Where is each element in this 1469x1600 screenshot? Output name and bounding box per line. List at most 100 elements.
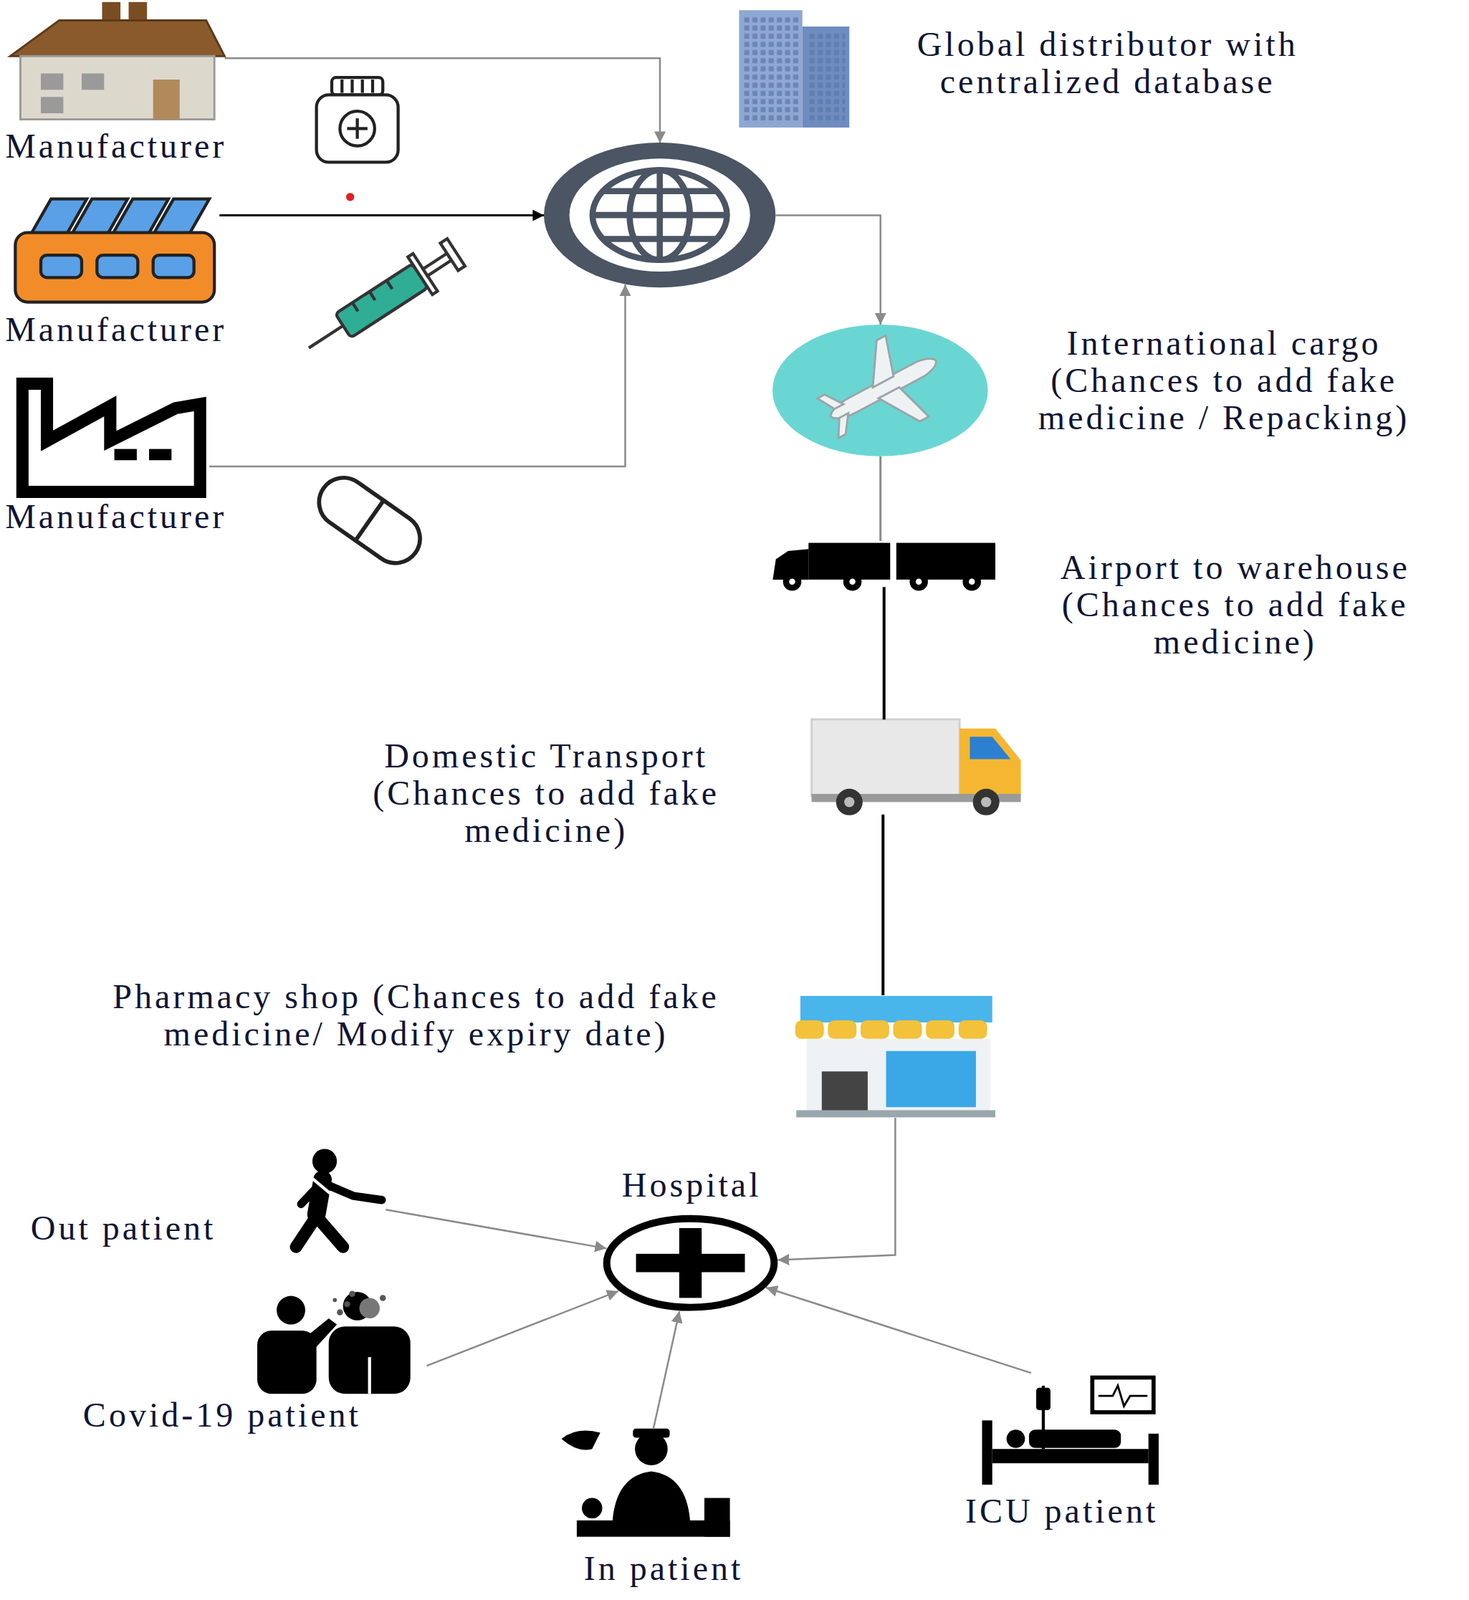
covid-patient-icon-part: [379, 1294, 387, 1302]
black-factory-icon-part: [114, 449, 137, 461]
brown-factory-icon-part: [81, 73, 104, 91]
node-label: ICU patient: [918, 1492, 1205, 1530]
globe-part: [604, 188, 716, 195]
delivery-truck-icon-part: [844, 796, 855, 807]
pharmacy-shop-icon: [795, 996, 996, 1118]
icu-bed-icon-part: [1036, 1388, 1051, 1411]
database-building-icon-part: [806, 32, 845, 124]
globe-part: [592, 212, 728, 219]
in-patient-icon-part: [632, 1428, 670, 1439]
icu-bed-icon-part: [1098, 1385, 1148, 1406]
flow-connector: [426, 1291, 618, 1366]
pharmacy-node: Pharmacy shop (Chances to add fake medic…: [791, 995, 999, 1118]
in-patient-icon: [561, 1428, 731, 1538]
brown-factory-icon-part: [10, 20, 225, 56]
globe-part: [569, 159, 751, 273]
lorry-icon-part: [909, 572, 928, 592]
flow-connector: [224, 58, 660, 143]
pharmacy-shop-icon-part: [796, 1109, 996, 1118]
hospital-circle: Hospital: [602, 1214, 779, 1312]
hospital-part: [606, 1218, 774, 1308]
pharmacy-shop-icon-part: [893, 1020, 923, 1040]
in-patient-icon-part: [612, 1471, 691, 1521]
covid-patient-icon-part: [359, 1297, 380, 1318]
node-label: Manufacturer: [5, 310, 301, 349]
flow-connector: [777, 1117, 896, 1261]
black-factory-icon-part: [149, 449, 172, 461]
cargo-circle: International cargo (Chances to add fake…: [772, 324, 989, 457]
lorry-icon-part: [915, 578, 923, 585]
medicine-bottle-icon-part: [316, 94, 399, 162]
icu-bed-icon-part: [1006, 1429, 1026, 1449]
lorry-icon-part: [968, 578, 976, 585]
capsule-icon: [309, 467, 430, 573]
node-label: Out patient: [30, 1209, 286, 1247]
orange-factory-icon-part: [96, 255, 138, 278]
delivery-truck-icon-part: [973, 788, 1000, 816]
medicine-bottle-icon: [316, 77, 399, 162]
delivery-truck-icon-part: [959, 728, 1021, 797]
brown-factory-icon-part: [20, 55, 215, 119]
lorry-icon-part: [783, 572, 802, 592]
icu-bed-icon-part: [1148, 1433, 1159, 1485]
flow-connector: [385, 1209, 607, 1249]
lorry-icon-part: [962, 572, 982, 592]
patient-node: In patient: [556, 1428, 733, 1540]
delivery-truck-icon-part: [969, 736, 1011, 759]
pharmacy-shop-icon-part: [806, 1039, 990, 1113]
walking-person-icon: [295, 1149, 382, 1248]
syringe-icon-part: [335, 263, 428, 338]
brown-factory-icon-part: [40, 96, 64, 114]
pharmacy-shop-icon-part: [925, 1020, 955, 1040]
flow-connector: [766, 1287, 1032, 1373]
in-patient-icon-part: [561, 1431, 601, 1451]
syringe-icon-part: [407, 253, 438, 295]
manufacturer-node: Manufacturer: [10, 189, 220, 307]
medicine-bottle-icon-part: [350, 79, 354, 94]
flow-connector: [209, 284, 625, 467]
delivery-truck-icon-part: [981, 796, 992, 807]
orange-factory-icon-part: [15, 232, 215, 303]
icu-bed-icon-part: [981, 1420, 992, 1485]
node-label: Manufacturer: [5, 127, 301, 165]
node-label: Pharmacy shop (Chances to add fake medic…: [40, 978, 792, 1053]
covid-patient-icon-part: [336, 1309, 344, 1316]
covid-patient-icon-part: [368, 1357, 372, 1394]
walking-person-icon-part: [300, 1185, 319, 1205]
globe-shape: [543, 142, 776, 288]
patient-node: ICU patient: [978, 1372, 1159, 1486]
medicine-bottle-icon-part: [355, 118, 359, 139]
syringe-icon-part: [369, 291, 376, 301]
icu-bed-icon-part: [1092, 1377, 1153, 1413]
medicine-bottle-icon-part: [361, 79, 365, 94]
database-building-icon: [738, 10, 850, 128]
pharmacy-shop-icon-part: [886, 1051, 976, 1108]
covid-patient-icon-part: [328, 1326, 411, 1394]
pharmacy-shop-icon-part: [821, 1071, 868, 1113]
walking-person-icon-part: [305, 1173, 337, 1200]
covid-patient-icon-part: [348, 1290, 356, 1298]
node-label: Hospital: [596, 1166, 787, 1204]
node-label: Airport to warehouse (Chances to add fak…: [1008, 548, 1463, 661]
medicine-bottle-icon-part: [371, 79, 375, 94]
brown-factory-icon: [10, 2, 225, 120]
flow-connector: [882, 586, 886, 720]
capsule-icon-part: [355, 500, 384, 541]
walking-person-icon-part: [312, 1149, 337, 1174]
pharmacy-shop-icon-part: [827, 1020, 857, 1040]
lorry-icon: [772, 543, 996, 592]
airplane-symbol: [806, 335, 930, 459]
database-building-icon-part: [743, 16, 799, 124]
manufacturer-node: Manufacturer: [15, 377, 210, 496]
delivery-truck-icon-part: [811, 719, 961, 797]
airplane-symbol: [806, 320, 959, 459]
flow-connector: [776, 215, 881, 325]
lorry-icon-part: [843, 572, 863, 592]
patient-node: Out patient: [288, 1143, 386, 1252]
flow-connector: [219, 214, 544, 217]
syringe-icon-part: [439, 238, 465, 271]
lorry-icon-part: [788, 578, 796, 585]
database-building-icon-part: [738, 10, 802, 128]
manufacturer-node: Manufacturer: [10, 0, 225, 125]
lorry-icon-part: [849, 578, 856, 585]
